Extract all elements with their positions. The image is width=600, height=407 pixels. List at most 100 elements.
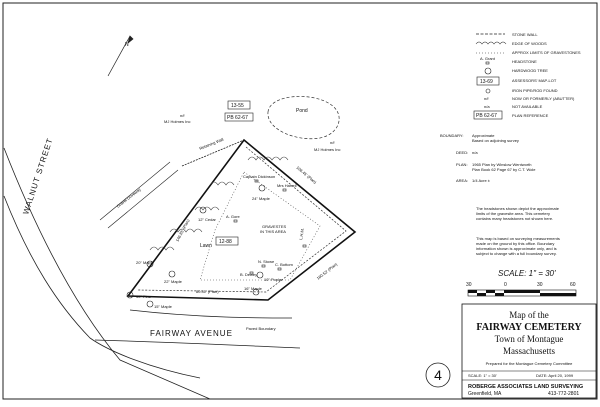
note-para1-2: limits of the gravesite area. This cemet… <box>476 211 550 216</box>
headstone-n-stowe: N. Stowe <box>258 259 275 264</box>
headstone-mrs-harrell: Mrs Harrell <box>277 183 297 188</box>
headstone-captain: Captain Dickinson <box>243 174 275 179</box>
pond-label: Pond <box>296 108 308 114</box>
legend-gravestones: APPROX LIMITS OF GRAVESTONES <box>512 50 581 55</box>
abutter-2-name: MJ Holmes Inc <box>314 147 340 152</box>
abutter-1-name: MJ Holmes Inc <box>164 119 190 124</box>
paved-boundary-label: Paved Boundary <box>246 326 276 331</box>
legend-map-lot: ASSESSORS' MAP-LOT <box>512 78 557 83</box>
title-scale: SCALE: 1" = 30' <box>468 373 497 378</box>
scale-tick-3: 30 <box>537 282 543 288</box>
title-firm: ROBERGE ASSOCIATES LAND SURVEYING <box>468 384 583 390</box>
legend-not-available: NOT AVAILABLE <box>512 104 543 109</box>
scale-bar-title: SCALE: 1" = 30' <box>498 269 556 278</box>
note-para1-3: contains many headstones not shown here. <box>476 216 553 221</box>
scale-tick-1: 30 <box>466 282 472 288</box>
note-deed-label: DEED: <box>456 150 468 155</box>
stone-wall <box>137 146 347 293</box>
note-plan-1: 1965 Plan by Winslow Wentworth <box>472 162 532 167</box>
abutter-2-nf: n/f <box>330 140 335 145</box>
title-block: Map of the FAIRWAY CEMETERY Town of Mont… <box>461 303 597 399</box>
legend-map-lot-box <box>476 76 500 86</box>
title-prepared: Prepared for the Montague Cemetery Commi… <box>486 361 573 366</box>
title-cemetery: FAIRWAY CEMETERY <box>476 322 582 333</box>
note-para2-2: made on the ground by this office. Bound… <box>476 241 554 246</box>
legend-headstone-symbol <box>485 61 490 65</box>
sheet-number-circle <box>425 362 451 388</box>
sheet-number: 4 <box>434 367 442 383</box>
retaining-wall <box>181 139 245 167</box>
tree-16-maple: 16" Maple <box>244 286 263 291</box>
tree-10-poplar: 10" Poplar <box>264 277 283 282</box>
edge-of-woods <box>149 156 289 251</box>
pb-1-label: PB 62-67 <box>227 115 248 121</box>
note-boundary-2: Based on adjoining survey <box>472 138 519 143</box>
abutter-1-nf: n/f <box>180 113 185 118</box>
legend-tree-icon <box>484 67 492 75</box>
title-state: Massachusetts <box>503 346 555 356</box>
headstone-a-gore: A. Gore <box>226 214 241 219</box>
gravestones-label-1: GRAVESTES <box>262 224 286 229</box>
headstone-b-dewey: B. Dewey <box>240 272 257 277</box>
legend-iron-pipe: IRON PIPE/ROD FOUND <box>512 88 558 93</box>
note-area-val: 1/4 Acre ± <box>472 178 491 183</box>
retaining-wall-label: Retaining Wall <box>199 137 225 151</box>
notes-block: BOUNDARY: Approximate Based on adjoining… <box>440 133 560 256</box>
legend-stone-wall: STONE WALL <box>512 32 538 37</box>
scale-bar: SCALE: 1" = 30' 30 0 30 60 <box>466 269 577 297</box>
title-map-of-the: Map of the <box>509 310 549 320</box>
title-block-frame <box>461 303 597 399</box>
scale-seg-4 <box>495 293 504 296</box>
note-para2-3: information shown is approximate only, a… <box>476 246 557 251</box>
lawn-label: Lawn <box>200 243 212 249</box>
pb-1-box <box>224 112 254 122</box>
legend-map-lot-sample: 13-69 <box>480 79 493 85</box>
fairway-avenue <box>94 309 301 349</box>
legend-na-sample: n/a <box>484 104 490 109</box>
sheet-border <box>2 2 598 400</box>
walnut-street-label: WALNUT STREET <box>21 137 54 216</box>
scale-seg-3 <box>486 290 495 293</box>
lot-1-box <box>227 100 251 110</box>
note-boundary-label: BOUNDARY: <box>440 133 464 138</box>
scale-tick-4: 60 <box>570 282 576 288</box>
note-plan-2: Plan Book 62 Page 67 by C.T. Wole <box>472 167 536 172</box>
gravel-driveway <box>99 161 179 229</box>
pond-outline <box>267 96 340 140</box>
headstone-c-bottom: C. Bottom <box>275 262 293 267</box>
scale-seg-1 <box>468 290 477 293</box>
note-deed-val: n/a <box>472 150 478 155</box>
tree-30-pine: 30" Pine <box>136 294 152 299</box>
legend-nf-sample: n/f <box>484 96 489 101</box>
lot-main-label: 12-88 <box>219 239 232 245</box>
north-arrow-icon <box>107 35 134 77</box>
headstones <box>233 179 307 275</box>
legend-hardwood: HARDWOOD TREE <box>512 68 548 73</box>
note-para2-1: This map is based on surveying measureme… <box>476 236 560 241</box>
distance-top: 108.45' (Plan) <box>295 165 318 185</box>
scale-tick-2: 0 <box>504 282 507 288</box>
legend-plan-ref: PLAN REFERENCE <box>512 113 549 118</box>
lot-main-box <box>215 236 239 246</box>
tree-15-maple: 15" Maple <box>154 304 173 309</box>
gravel-driveway-label: Gravel Driveway <box>116 187 142 209</box>
walnut-street <box>3 147 211 400</box>
legend-plan-ref-sample: PB 62-67 <box>476 113 497 119</box>
tree-22-maple: 22" Maple <box>164 279 183 284</box>
scale-seg-5 <box>504 290 540 293</box>
tree-24-maple: 24" Maple <box>252 196 271 201</box>
hardwood-trees <box>126 184 266 308</box>
title-date: DATE: April 20, 1999 <box>536 373 574 378</box>
scale-seg-2 <box>477 293 486 296</box>
title-phone: 413-772-2801 <box>548 391 579 397</box>
note-area-label: AREA: <box>456 178 468 183</box>
legend-plan-ref-box <box>473 110 503 120</box>
legend-edge-woods: EDGE OF WOODS <box>512 41 547 46</box>
note-para2-4: subject to change with a full boundary s… <box>476 251 557 256</box>
legend-pipe-icon <box>485 88 491 94</box>
legend: STONE WALL EDGE OF WOODS APPROX LIMITS O… <box>473 32 581 120</box>
distance-bottom: 80.31' (Plan) <box>196 289 219 294</box>
legend-a-sample: A. Grant <box>480 56 496 61</box>
tree-20-maple: 20" Maple <box>136 260 155 265</box>
